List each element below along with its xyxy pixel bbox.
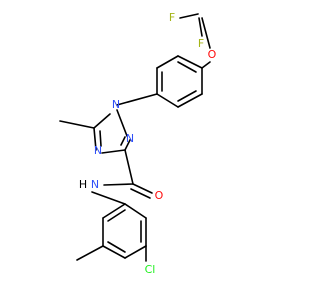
molecule-structure: F F O N N N N H O Cl <box>59 11 217 276</box>
bond-ring2-f <box>102 203 126 219</box>
bond-ring2-d-inner <box>107 241 126 253</box>
bond-ring1-a-inner <box>177 61 197 73</box>
bond-c3-n2-inner <box>120 136 126 146</box>
atom-n4: N <box>94 144 102 157</box>
atom-label-layer: F F O N N N N H O Cl <box>79 11 217 276</box>
bond-carbonyl-o <box>132 183 153 194</box>
bond-c3-n2 <box>124 139 131 151</box>
bond-ring1-e-inner <box>177 90 197 102</box>
atom-amide-n: N <box>91 178 99 191</box>
atom-o-carbonyl: O <box>155 189 164 202</box>
bond-ring2-f-inner <box>107 209 126 222</box>
bond-n1-c5 <box>93 113 111 129</box>
bond-ring1-a <box>177 55 203 69</box>
bond-ring2-c <box>124 245 147 259</box>
bond-c5-methyl <box>59 120 95 129</box>
bond-ring1-d <box>156 93 179 108</box>
bond-ring1-b <box>156 55 179 69</box>
bond-ring2-d <box>102 245 126 259</box>
bond-n4-c3 <box>101 149 126 154</box>
atom-f1: F <box>169 11 175 24</box>
atom-cl: Cl <box>145 263 156 276</box>
bond-carbonyl-o-double <box>130 188 151 199</box>
bond-layer <box>59 13 211 262</box>
bond-f2-chf2 <box>198 17 203 37</box>
bond-aryl-n1 <box>116 93 158 106</box>
bond-o-aryl <box>201 61 211 69</box>
bond-f1-chf2 <box>179 13 199 19</box>
bond-carbonyl-nh <box>103 183 134 186</box>
atom-f2: F <box>198 37 204 50</box>
atom-amide-h: H <box>79 178 87 191</box>
bond-chf2-o <box>201 17 211 49</box>
bond-c5-n4 <box>93 127 97 151</box>
bond-c5-n4-inner <box>99 130 102 147</box>
atom-o-ether: O <box>208 48 217 61</box>
atom-n2: N <box>126 132 134 145</box>
bond-nh-aryl <box>91 191 126 205</box>
bond-ring1-e <box>177 93 203 108</box>
bond-n1-n2 <box>116 109 128 137</box>
bond-ring2-methyl <box>76 245 104 261</box>
atom-n1: N <box>112 98 120 111</box>
bond-c3-carbonyl <box>124 149 134 185</box>
bond-ring2-a <box>124 203 147 219</box>
